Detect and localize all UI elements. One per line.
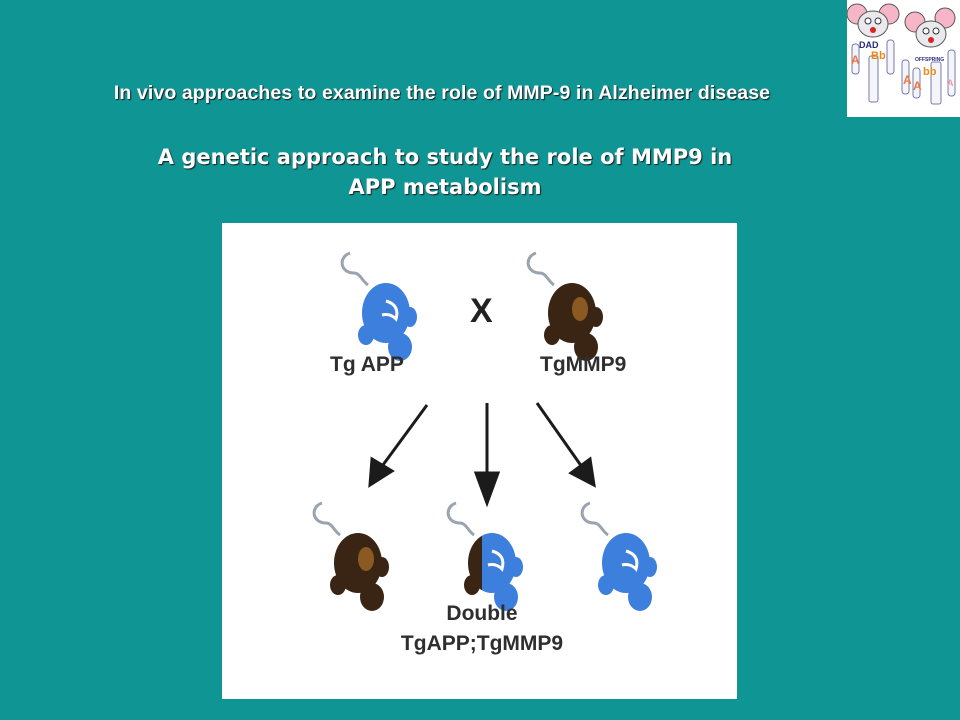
app-mouse-parent: [340, 251, 419, 363]
mmp9-mouse-parent: [526, 251, 605, 363]
offspring-label: OFFSPRING: [915, 57, 945, 63]
dad-mouse-icon: [847, 3, 900, 38]
svg-text:A: A: [947, 78, 954, 88]
dad-genotype: Bb: [871, 50, 886, 62]
mmp9-mouse-offspring: [312, 501, 391, 613]
subtitle-line-1: A genetic approach to study the role of …: [157, 145, 733, 169]
cross-arrows: [368, 402, 596, 508]
slide-subtitle: A genetic approach to study the role of …: [90, 142, 800, 202]
chromosome-icons: [851, 39, 956, 105]
dad-label: DAD: [859, 40, 879, 50]
slide-title: In vivo approaches to examine the role o…: [113, 82, 771, 104]
parent1-label: Tg APP: [330, 353, 404, 376]
app-mouse-offspring: [580, 501, 659, 613]
offspring-mouse-icon: [904, 7, 956, 48]
svg-text:A: A: [913, 79, 922, 93]
breeding-diagram: X Tg APP TgMMP9 Double TgAPP;TgMMP9: [222, 223, 737, 699]
subtitle-line-2: APP metabolism: [348, 175, 542, 199]
double-label-line-1: Double: [446, 602, 518, 625]
offspring-genotype: bb: [923, 66, 937, 78]
double-label-line-2: TgAPP;TgMMP9: [400, 632, 564, 655]
parent2-label: TgMMP9: [540, 353, 627, 376]
genetics-cartoon-image: A A A A DAD Bb OFFSPRING bb: [847, 0, 960, 117]
svg-text:A: A: [851, 53, 860, 67]
double-mouse-offspring: [446, 501, 525, 613]
cross-symbol: X: [470, 292, 493, 330]
svg-text:A: A: [903, 73, 912, 87]
double-transgenic-label: Double TgAPP;TgMMP9: [382, 599, 582, 659]
